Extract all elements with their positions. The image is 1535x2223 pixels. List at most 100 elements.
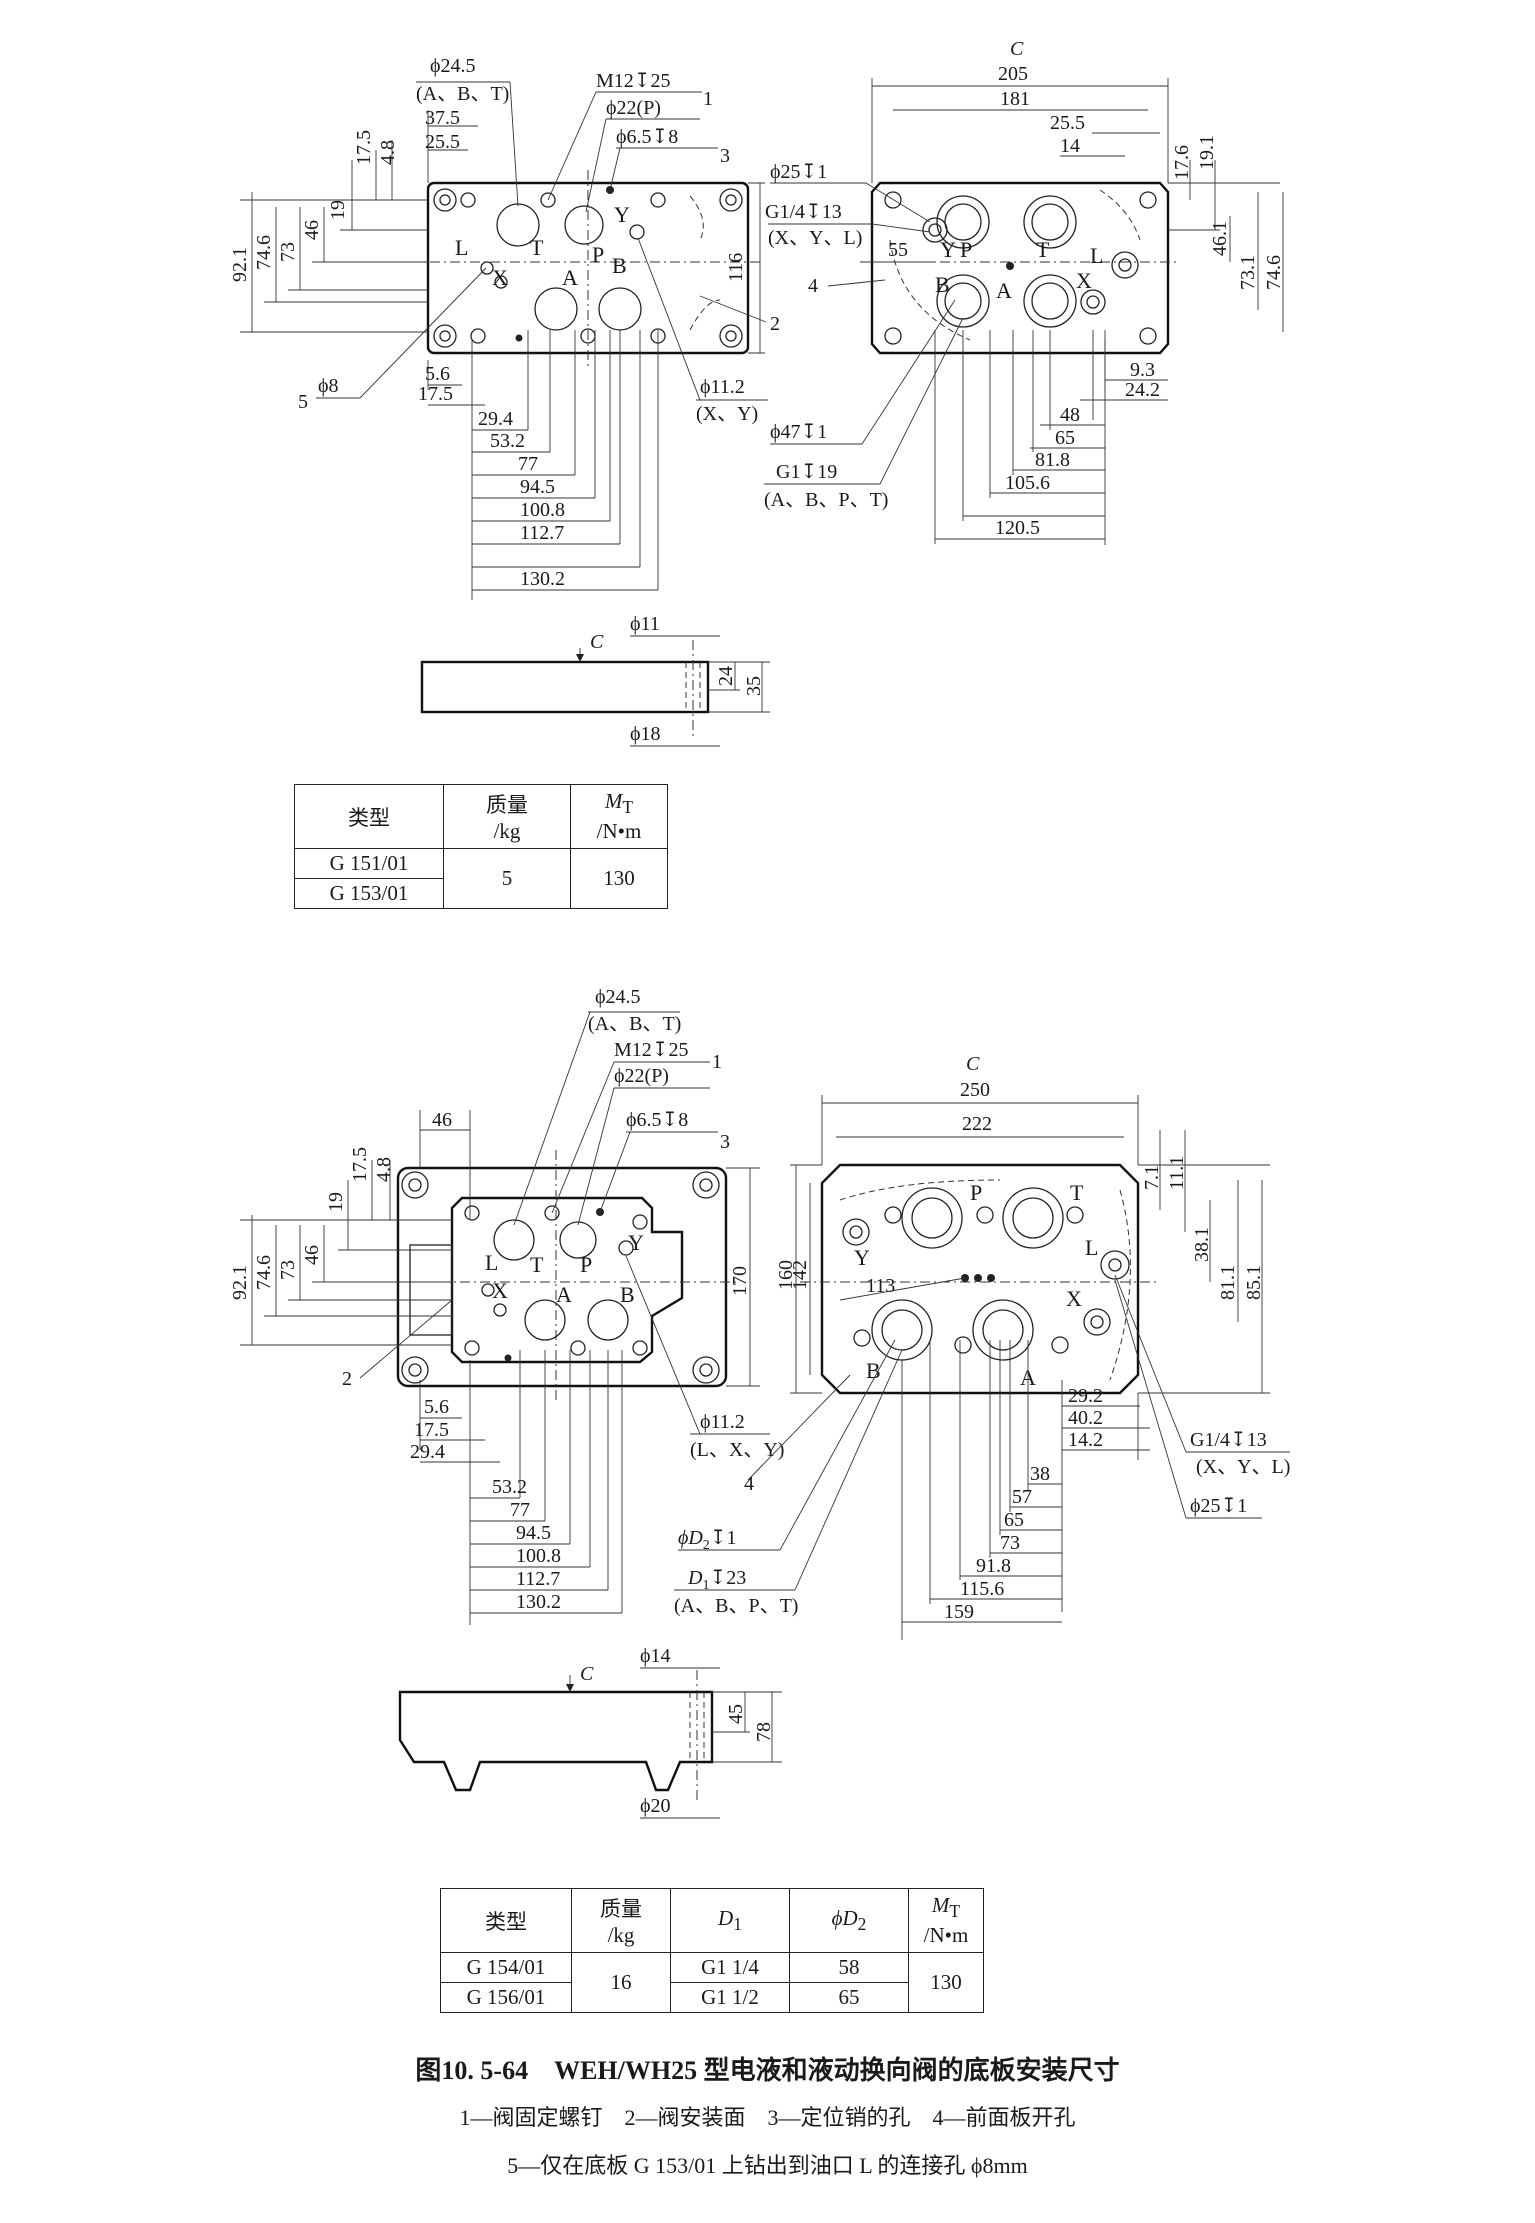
bottom-front-port-X: X bbox=[1066, 1286, 1082, 1311]
bottom-dim-29-2: 29.2 bbox=[1068, 1385, 1103, 1407]
top-port-A: A bbox=[562, 265, 578, 290]
top-port-T: T bbox=[530, 235, 544, 260]
top-dim-19: 19 bbox=[327, 200, 349, 220]
top-callout-n5: 5 bbox=[298, 391, 308, 413]
top-plan-view: T P Y L X A B ϕ24.5 (A、B、T) M12↧25 ϕ22(P… bbox=[229, 55, 780, 600]
top-port-P: P bbox=[592, 242, 604, 267]
bottom-dim-38: 38 bbox=[1030, 1463, 1050, 1485]
top-front-port-T: T bbox=[1036, 237, 1050, 262]
bottom-side-d14: ϕ14 bbox=[640, 1645, 671, 1667]
top-port-Y: Y bbox=[614, 202, 630, 227]
bottom-callout-xyl: (X、Y、L) bbox=[1196, 1456, 1290, 1478]
bottom-callout-d25: ϕ25↧1 bbox=[1190, 1495, 1247, 1517]
bottom-side-d20: ϕ20 bbox=[640, 1795, 671, 1817]
bottom-dim-57: 57 bbox=[1012, 1486, 1032, 1508]
bottom-table-header-mass: 质量/kg bbox=[571, 1888, 671, 1953]
bottom-callout-d245: ϕ24.5 bbox=[595, 986, 641, 1008]
bottom-dim-74-6: 74.6 bbox=[253, 1255, 275, 1290]
bottom-dim-7-1: 7.1 bbox=[1141, 1165, 1163, 1190]
top-callout-g1: G1↧19 bbox=[776, 461, 837, 483]
bottom-table-type-1: G 154/01 bbox=[440, 1952, 572, 1983]
bottom-dim-46b: 46 bbox=[301, 1245, 323, 1265]
top-callout-n2: 2 bbox=[770, 313, 780, 335]
top-callout-n1: 1 bbox=[703, 88, 713, 110]
bottom-side-C: C bbox=[580, 1663, 594, 1685]
bottom-dim-142: 142 bbox=[789, 1260, 811, 1290]
bottom-port-L: L bbox=[485, 1250, 498, 1275]
bottom-callout-abt: (A、B、T) bbox=[588, 1013, 681, 1035]
bottom-callout-n1: 1 bbox=[712, 1051, 722, 1073]
bottom-table-mt: 130 bbox=[908, 1952, 984, 2013]
bottom-table-header-d1: D1 bbox=[670, 1888, 790, 1953]
top-dim-14: 14 bbox=[1060, 135, 1080, 157]
top-callout-n4: 4 bbox=[808, 275, 818, 297]
bottom-spec-table: 类型 质量/kg D1 ϕD2 MT/N•m G 154/01 16 G1 1/… bbox=[440, 1888, 984, 2013]
top-callout-d22p: ϕ22(P) bbox=[606, 97, 661, 119]
bottom-port-B: B bbox=[620, 1282, 635, 1307]
top-dim-4-8: 4.8 bbox=[377, 140, 399, 165]
bottom-callout-n4: 4 bbox=[744, 1473, 754, 1495]
top-dim-55: 55 bbox=[888, 239, 908, 261]
bottom-dim-113: 113 bbox=[866, 1275, 895, 1297]
bottom-dim-170: 170 bbox=[729, 1266, 751, 1296]
top-front-port-P: P bbox=[960, 237, 972, 262]
bottom-dim-b-112-7: 112.7 bbox=[516, 1568, 560, 1590]
bottom-callout-n3: 3 bbox=[720, 1131, 730, 1153]
figure-legend-line-2: 5—仅在底板 G 153/01 上钻出到油口 L 的连接孔 ϕ8mm bbox=[507, 2153, 1028, 2178]
top-callout-xy: (X、Y) bbox=[696, 403, 758, 425]
top-dim-205: 205 bbox=[998, 63, 1028, 85]
bottom-table-d2-1: 58 bbox=[789, 1952, 909, 1983]
bottom-table-mass: 16 bbox=[571, 1952, 671, 2013]
top-dim-b-100-8: 100.8 bbox=[520, 499, 565, 521]
top-callout-d65: ϕ6.5↧8 bbox=[616, 126, 678, 148]
top-front-port-Y: Y bbox=[940, 237, 956, 262]
top-dim-b-29-4: 29.4 bbox=[478, 408, 513, 430]
bottom-dim-65: 65 bbox=[1004, 1509, 1024, 1531]
bottom-table-header-type: 类型 bbox=[440, 1888, 572, 1953]
top-side-d18: ϕ18 bbox=[630, 723, 661, 745]
top-front-port-X: X bbox=[1076, 268, 1092, 293]
top-callout-d8: ϕ8 bbox=[318, 375, 339, 397]
bottom-table-type-2: G 156/01 bbox=[440, 1982, 572, 2013]
bottom-side-h78: 78 bbox=[753, 1722, 775, 1742]
top-dim-73-1: 73.1 bbox=[1237, 255, 1259, 290]
top-dim-9-3: 9.3 bbox=[1130, 359, 1155, 381]
top-dim-46: 46 bbox=[301, 220, 323, 240]
bottom-dim-91-8: 91.8 bbox=[976, 1555, 1011, 1577]
top-table-mass: 5 bbox=[443, 848, 571, 909]
top-dim-24-2: 24.2 bbox=[1125, 379, 1160, 401]
top-callout-d25: ϕ25↧1 bbox=[770, 161, 827, 183]
top-table-header-mass: 质量/kg bbox=[443, 784, 571, 849]
top-front-port-A: A bbox=[996, 278, 1012, 303]
top-dim-181: 181 bbox=[1000, 88, 1030, 110]
bottom-table-d2-2: 65 bbox=[789, 1982, 909, 2013]
bottom-front-view: P T Y L X B A C 250 222 7.1 11.1 38.1 bbox=[674, 1053, 1290, 1640]
bottom-dim-92-1: 92.1 bbox=[229, 1265, 251, 1300]
bottom-callout-d1: D1↧23 bbox=[687, 1567, 746, 1593]
bottom-dim-b-17-5: 17.5 bbox=[414, 1419, 449, 1441]
bottom-dim-b-77: 77 bbox=[510, 1499, 530, 1521]
bottom-dim-b-5-6: 5.6 bbox=[424, 1396, 449, 1418]
bottom-dim-4-8: 4.8 bbox=[373, 1157, 395, 1182]
bottom-callout-d22p: ϕ22(P) bbox=[614, 1065, 669, 1087]
top-dim-b-5-6: 5.6 bbox=[425, 363, 450, 385]
bottom-front-port-P: P bbox=[970, 1180, 982, 1205]
top-dim-105-6: 105.6 bbox=[1005, 472, 1050, 494]
bottom-front-port-T: T bbox=[1070, 1180, 1084, 1205]
top-callout-d47: ϕ47↧1 bbox=[770, 421, 827, 443]
bottom-callout-d112: ϕ11.2 bbox=[700, 1411, 745, 1433]
bottom-table-d1-1: G1 1/4 bbox=[670, 1952, 790, 1983]
bottom-dim-19: 19 bbox=[325, 1192, 347, 1212]
bottom-port-P: P bbox=[580, 1252, 592, 1277]
bottom-dim-b-53-2: 53.2 bbox=[492, 1476, 527, 1498]
top-dim-b-112-7: 112.7 bbox=[520, 522, 564, 544]
figure-legend-line-1: 1—阀固定螺钉 2—阀安装面 3—定位销的孔 4—前面板开孔 bbox=[459, 2105, 1076, 2130]
top-front-view: Y P T L X B A C 205 181 25.5 14 17.6 19.… bbox=[764, 38, 1285, 545]
top-dim-17-6: 17.6 bbox=[1171, 145, 1193, 180]
bottom-dim-115-6: 115.6 bbox=[960, 1578, 1004, 1600]
top-dim-92-1: 92.1 bbox=[229, 247, 251, 282]
top-callout-xyl: (X、Y、L) bbox=[768, 227, 862, 249]
top-callout-abt: (A、B、T) bbox=[416, 83, 509, 105]
bottom-dim-C: C bbox=[966, 1053, 980, 1075]
